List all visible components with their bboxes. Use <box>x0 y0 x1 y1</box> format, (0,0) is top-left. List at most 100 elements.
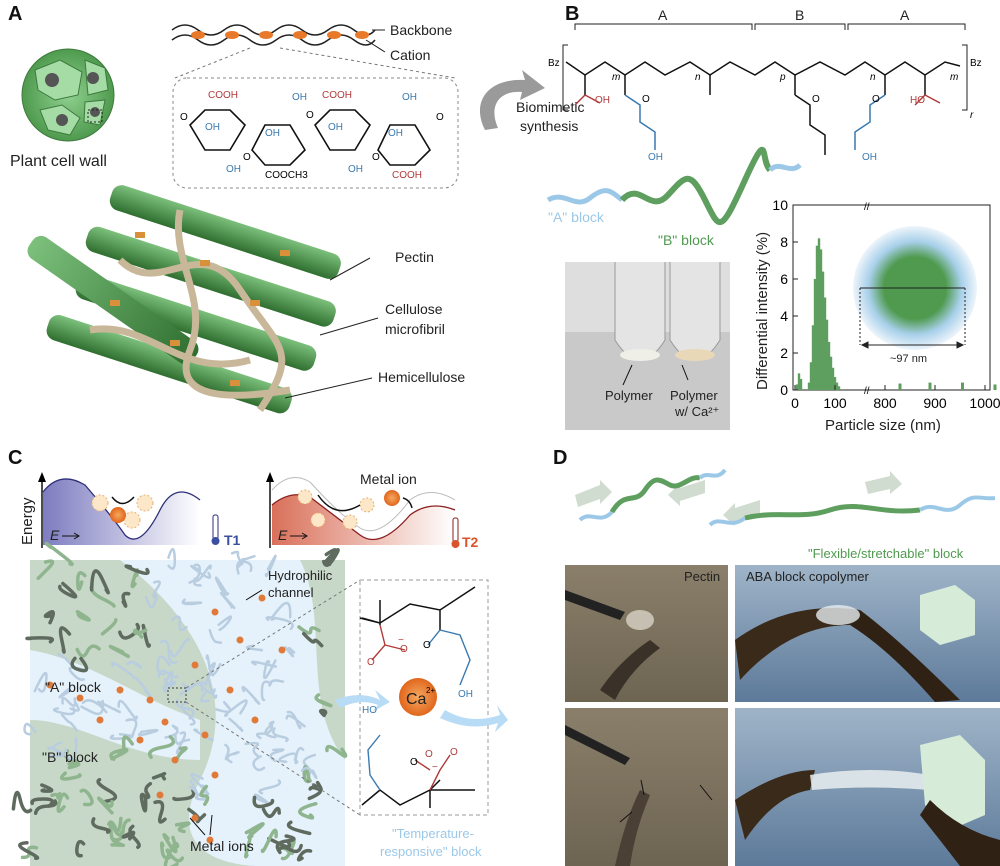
polymer-chain <box>52 741 68 756</box>
polymer-chain <box>33 671 48 693</box>
hemicellulose-label: Hemicellulose <box>378 369 465 385</box>
panel-label-b: B <box>565 3 579 25</box>
histogram-bar <box>809 362 813 390</box>
polymer-chain <box>217 615 233 632</box>
polymer-chain <box>250 660 278 668</box>
b-block-label: "B" block <box>42 749 99 765</box>
polymer-chain <box>152 580 161 599</box>
polymer-chain <box>164 724 179 739</box>
photo-pectin-top <box>565 565 728 702</box>
polymer-chain <box>258 779 282 795</box>
thermometer-icon <box>211 514 220 545</box>
polymer-chain <box>57 581 78 599</box>
group-oh: OH <box>862 152 877 163</box>
polymer-chain <box>297 625 321 635</box>
polymer-chain <box>280 839 296 861</box>
field-arrow-icon <box>62 532 80 540</box>
block-label: A <box>658 7 668 23</box>
metal-ion <box>191 661 199 669</box>
group-o: O <box>423 640 431 651</box>
polymer-chain <box>284 645 296 658</box>
photo-aba-top <box>735 565 1000 702</box>
polymer-chain <box>40 783 54 793</box>
energy-axis-label: Energy <box>19 497 36 545</box>
field-symbol: E <box>50 527 60 543</box>
polymer-chain <box>172 788 196 802</box>
metal-ion <box>201 731 209 739</box>
aba-polymer-structure: A B A Bz Bz OH HO OH OH O O O m n p n m … <box>548 7 982 163</box>
histogram-bar <box>827 341 831 390</box>
polymer-chain <box>124 564 150 576</box>
x-tick-label: 100 <box>823 395 847 411</box>
panel-a: A Plant cell wall Backbone Cation COOH O… <box>8 3 465 414</box>
polymer-chain <box>199 784 210 806</box>
polymer-chain <box>75 839 86 858</box>
polymer-chain <box>110 838 126 848</box>
polymer-chain <box>143 781 153 800</box>
subscript-n: n <box>695 72 701 83</box>
temperature-responsive-label: "Temperature- <box>392 826 474 841</box>
metal-ion <box>191 814 199 822</box>
histogram-bar <box>898 383 902 390</box>
x-tick-label: 0 <box>791 395 799 411</box>
t2-label: T2 <box>462 534 479 550</box>
polymer-chain <box>261 806 281 819</box>
polymer-chain-tangle <box>11 541 348 866</box>
group-oh: OH <box>595 95 610 106</box>
cell-wall-fiber-network <box>27 185 379 414</box>
polymer-chain <box>286 820 312 836</box>
photo-pectin-bottom <box>565 708 728 866</box>
metal-ion <box>156 791 164 799</box>
polymer-chain <box>121 591 131 608</box>
histogram-bar <box>961 382 964 390</box>
group-cooch3: COOCH3 <box>265 170 308 181</box>
polymer-chain <box>44 541 74 567</box>
polymer-chain <box>132 628 148 639</box>
panel-label-a: A <box>8 3 22 25</box>
group-oh: OH <box>328 122 343 133</box>
histogram-bar <box>829 356 833 390</box>
stretching-chains-illustration <box>575 468 996 527</box>
group-oh: OH <box>226 164 241 175</box>
polymer-chain <box>277 843 303 854</box>
polymer-chain <box>153 800 167 824</box>
y-tick-label: 0 <box>780 382 788 398</box>
polymer-chain <box>298 801 318 820</box>
polymer-chain <box>33 799 58 815</box>
polymer-chain <box>70 656 89 673</box>
polymer-chain <box>110 661 134 677</box>
polymer-chain <box>241 685 261 706</box>
polymer-chain <box>301 631 324 648</box>
polymer-chain <box>151 771 167 781</box>
metal-ion-label: Metal ion <box>360 471 417 487</box>
group-ho: HO <box>910 95 925 106</box>
polymer-chain <box>208 628 223 644</box>
y-axis-label: Differential intensity (%) <box>754 232 771 390</box>
polymer-chain <box>162 832 178 854</box>
x-tick-label: 1000 <box>969 395 1000 411</box>
calcium-ion-label: Ca <box>406 691 427 708</box>
a-block-label: "A" block <box>45 679 102 695</box>
polymer-chain <box>96 777 118 803</box>
histogram-bar <box>807 382 811 390</box>
polymer-chain <box>200 691 211 703</box>
subscript-p: p <box>779 72 786 83</box>
histogram-bar <box>835 382 839 390</box>
metal-ion <box>211 608 219 616</box>
metal-ions-label: Metal ions <box>190 838 254 854</box>
aba-photo-label: ABA block copolymer <box>746 569 870 584</box>
polymer-chain <box>268 679 285 687</box>
polymer-chain <box>25 636 55 644</box>
cellulose-label: Cellulose <box>385 301 443 317</box>
polymer-chain <box>219 591 236 610</box>
calcium-charge: 2+ <box>426 686 435 695</box>
histogram-bar <box>928 382 932 390</box>
histogram-bar <box>993 384 997 390</box>
channel-label: channel <box>268 585 314 600</box>
metal-ion <box>161 718 169 726</box>
photo-aba-bottom <box>735 708 1000 866</box>
polymer-chain <box>18 841 40 861</box>
polymer-chain <box>296 848 313 862</box>
vial-polymer-ca-label: Polymer <box>670 388 718 403</box>
